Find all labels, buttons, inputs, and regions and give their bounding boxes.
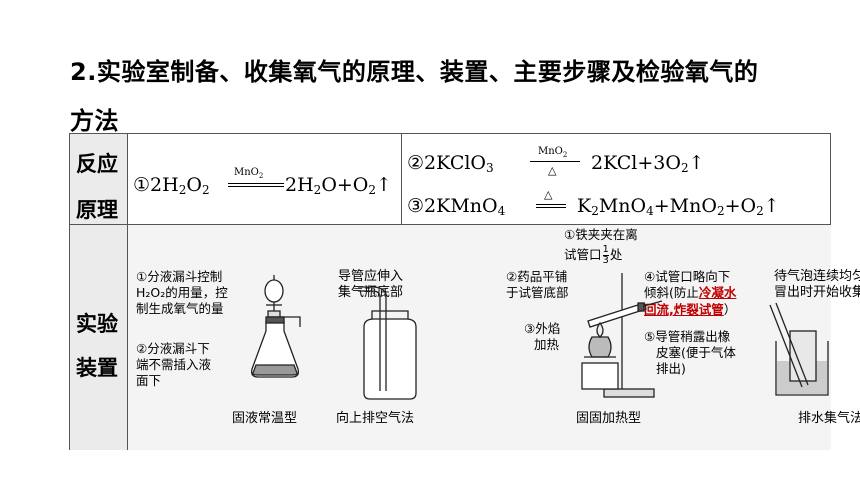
app3-caption: 固固加热型 — [576, 411, 642, 426]
eq1-product-sub-2: 2 — [368, 183, 377, 197]
eq1-reactant-sub-2: 2 — [201, 183, 210, 197]
app1-caption: 固液常温型 — [232, 411, 298, 426]
app1-label-funnel-line-2: H₂O₂的用量，控 — [136, 285, 228, 300]
eq1-reactant-a: 2H — [150, 174, 179, 196]
equation-2-reactant: ②2KClO3 — [407, 152, 494, 175]
page-title-line-1: 2.实验室制备、收集氧气的原理、装置、主要步骤及检验氧气的 — [70, 58, 759, 86]
app2-label-line-1: 导管应伸入 — [338, 269, 404, 284]
app3-tilt-paren: ） — [723, 302, 737, 317]
app4-label-line-2: 冒出时开始收集 — [774, 285, 860, 300]
app3-label-powder-line-1: ②药品平铺 — [506, 269, 568, 284]
apparatus-header-cell — [70, 224, 127, 450]
equation-1-product: 2H2O+O2↑ — [285, 174, 392, 197]
app3-label-tilt-line-1: ④试管口略向下 — [644, 269, 731, 284]
equation-1-reactant: ①2H2O2 — [133, 174, 210, 197]
eq2-product-sub: 2 — [680, 161, 689, 175]
app2-caption: 向上排空气法 — [336, 411, 415, 426]
eq3-equals-line-bottom — [536, 207, 566, 208]
eq2-catalyst-sub: 2 — [562, 151, 568, 159]
app3-label-clamp-line-1: ①铁夹夹在离 — [564, 227, 638, 242]
app4-label-line-1: 待气泡连续均匀 — [774, 269, 860, 284]
separatory-funnel-flask-illustration — [250, 275, 301, 378]
app3-tilt-text: 倾斜(防止 — [644, 285, 699, 300]
fraction-numerator: 1 — [602, 244, 609, 256]
eq1-catalyst-sub: 2 — [258, 172, 264, 180]
app3-label-tube-line-2: 皮塞(便于气体 — [656, 345, 736, 360]
eq3-reactant-sub: 4 — [497, 204, 506, 218]
eq3-product-4: +O — [724, 195, 757, 217]
app1-label-stem-line-2: 端不需插入液 — [136, 357, 212, 372]
equation-3-reactant: ③2KMnO4 — [407, 195, 505, 218]
eq3-equals-line-top — [536, 204, 566, 205]
eq2-catalyst: MnO2 — [538, 146, 567, 159]
gas-collecting-bottle-illustration — [358, 286, 417, 400]
app3-label-tube-line-3: 排出) — [656, 361, 686, 376]
eq2-number: ② — [407, 152, 425, 174]
grid-hline-row — [70, 224, 831, 225]
eq3-product-1: K — [577, 195, 592, 217]
equation-3-product: K2MnO4+MnO2+O2↑ — [577, 195, 780, 218]
eq3-product-3: +MnO — [653, 195, 717, 217]
eq3-heat: △ — [544, 188, 553, 201]
eq3-product-1-sub: 2 — [591, 204, 599, 218]
water-displacement-illustration — [769, 302, 829, 396]
fraction-denominator: 3 — [602, 255, 609, 266]
app3-clamp-text-b: 处 — [609, 247, 623, 262]
app3-label-flame-line-1: ③外焰 — [524, 321, 561, 336]
app1-label-funnel-line-3: 制生成氧气的量 — [136, 301, 224, 316]
eq2-gas-arrow: ↑ — [688, 152, 705, 174]
principle-header-cell — [70, 134, 127, 224]
oxygen-table: 反应 原理 实验 装置 ①2H2O2 MnO2 2H2O+O2↑ ②2KClO3… — [69, 133, 860, 450]
apparatus-header-top: 实验 — [76, 312, 118, 336]
eq1-number: ① — [133, 174, 151, 196]
eq2-heat: △ — [548, 164, 557, 177]
app3-label-tube-line-1: ⑤导管稍露出橡 — [644, 329, 731, 344]
eq1-product-b: O+O — [321, 174, 369, 196]
page-title-line-2: 方法 — [70, 107, 119, 135]
solid-heating-apparatus-illustration — [581, 273, 663, 398]
app3-label-powder-line-2: 于试管底部 — [506, 285, 569, 300]
eq1-equals-line-bottom — [228, 186, 284, 187]
grid-vline-equations — [401, 134, 402, 224]
eq1-reactant-sub-1: 2 — [178, 183, 187, 197]
eq3-product-2-sub: 4 — [646, 204, 654, 218]
app4-caption: 排水集气法 — [798, 411, 860, 426]
app1-label-stem-line-3: 面下 — [136, 373, 162, 388]
eq1-product-a: 2H — [285, 174, 314, 196]
eq1-reactant-b: O — [186, 174, 202, 196]
eq2-reactant: 2KClO — [424, 152, 487, 174]
eq1-gas-arrow: ↑ — [376, 174, 392, 196]
eq3-product-2: MnO — [598, 195, 647, 217]
eq1-catalyst: MnO2 — [234, 167, 263, 180]
app2-label-line-2: 集气瓶底部 — [338, 285, 404, 300]
app3-label-flame-line-2: 加热 — [534, 337, 560, 352]
eq2-catalyst-text: MnO — [538, 146, 563, 157]
equation-2-product: 2KCl+3O2↑ — [591, 152, 705, 175]
app3-tilt-red-text-1: 冷凝水 — [698, 285, 737, 300]
eq3-gas-arrow: ↑ — [763, 195, 780, 217]
principle-header-top: 反应 — [76, 152, 118, 176]
eq3-number: ③ — [407, 195, 425, 217]
apparatus-header-bottom: 装置 — [76, 356, 118, 380]
eq2-equals-line — [530, 161, 580, 162]
app3-label-tilt-line-2: 倾斜(防止冷凝水 — [644, 285, 736, 301]
eq2-reactant-sub: 3 — [486, 161, 494, 175]
app3-clamp-text-a: 试管口 — [564, 247, 602, 262]
app1-label-funnel-line-1: ①分液漏斗控制 — [136, 269, 223, 284]
app1-label-stem-line-1: ②分液漏斗下 — [136, 341, 210, 356]
eq3-reactant: 2KMnO — [424, 195, 498, 217]
grid-vline-header — [127, 134, 128, 450]
eq3-product-3-sub: 2 — [716, 204, 725, 218]
eq1-catalyst-text: MnO — [234, 167, 259, 178]
eq1-product-sub-1: 2 — [313, 183, 322, 197]
apparatus-figure: ①分液漏斗控制 H₂O₂的用量，控 制生成氧气的量 ②分液漏斗下 端不需插入液 … — [128, 225, 860, 450]
eq1-equals-line-top — [228, 183, 284, 184]
eq2-product: 2KCl+3O — [591, 152, 681, 174]
eq3-product-4-sub: 2 — [756, 204, 764, 218]
app3-label-tilt-line-3: 回流,炸裂试管） — [644, 302, 736, 318]
principle-header-bottom: 原理 — [76, 198, 118, 222]
app3-tilt-red-text-2: 回流,炸裂试管 — [644, 302, 724, 317]
